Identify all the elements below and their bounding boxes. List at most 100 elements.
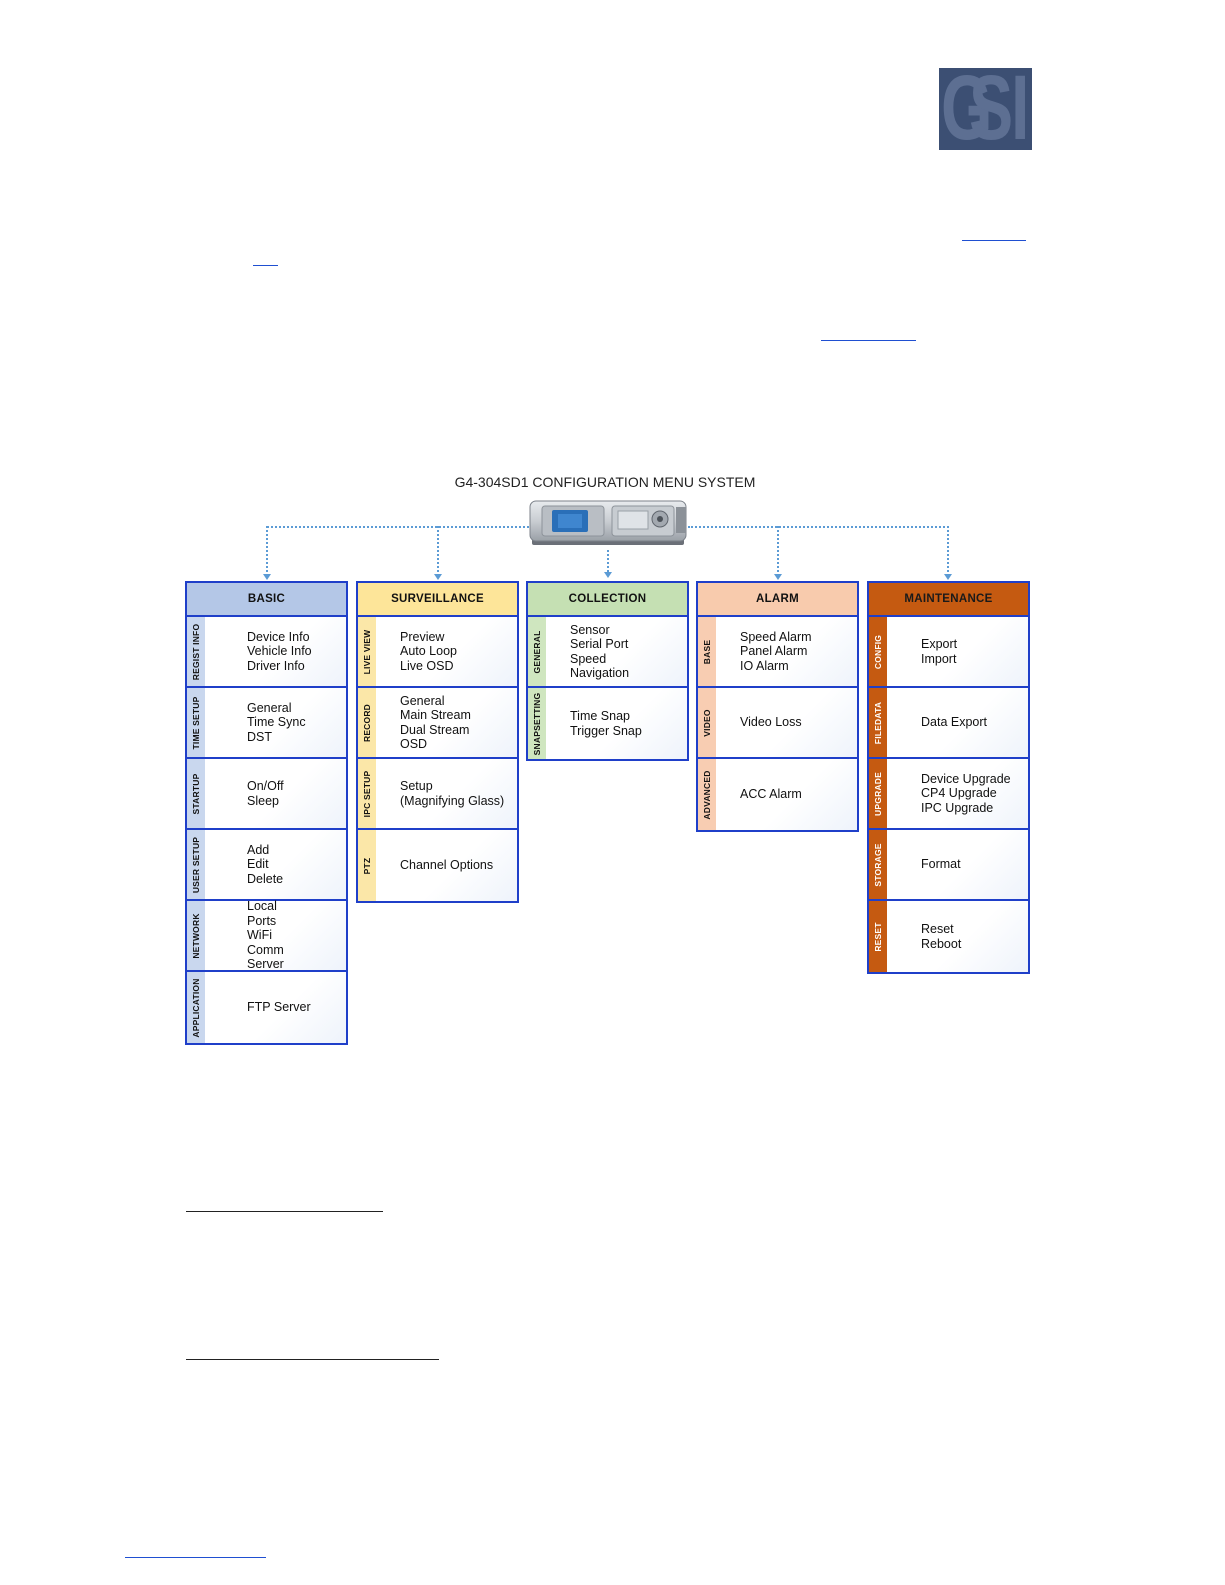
menu-column-title: BASIC: [187, 583, 346, 617]
menu-item: Panel Alarm: [740, 644, 808, 659]
menu-item: Server: [247, 957, 284, 972]
footer-link-underline[interactable]: [125, 1557, 266, 1558]
menu-item: Vehicle Info: [247, 644, 312, 659]
menu-item: Device Info: [247, 629, 310, 644]
menu-section-label: LIVE VIEW: [362, 629, 372, 674]
menu-section-label: STARTUP: [191, 773, 201, 814]
menu-item-list: Format: [887, 830, 1028, 899]
menu-section-label: RESET: [873, 921, 883, 952]
menu-section-tab: NETWORK: [187, 901, 205, 970]
menu-section-tab: ADVANCED: [698, 759, 716, 830]
connector-line: [267, 526, 529, 528]
connector-line: [688, 526, 949, 528]
menu-item: Time Snap: [570, 709, 630, 723]
menu-item: ACC Alarm: [740, 787, 802, 802]
menu-section-label: GENERAL: [532, 630, 542, 673]
menu-item: Video Loss: [740, 715, 802, 730]
arrow-down-icon: [944, 574, 952, 580]
menu-item: Comm: [247, 942, 284, 957]
menu-item: Reboot: [921, 936, 962, 951]
menu-section-label: ADVANCED: [702, 769, 712, 820]
menu-item: Trigger Snap: [570, 723, 642, 738]
menu-item: (Magnifying Glass): [400, 793, 505, 808]
menu-section-tab: STARTUP: [187, 759, 205, 828]
menu-section: IPC SETUP Setup(Magnifying Glass): [358, 759, 517, 830]
arrow-down-icon: [263, 574, 271, 580]
menu-item: Serial Port: [570, 637, 629, 651]
menu-item: IO Alarm: [740, 658, 789, 673]
menu-section-label: IPC SETUP: [362, 770, 372, 817]
heading-underline: [186, 1211, 383, 1212]
link-underline[interactable]: [253, 265, 278, 266]
menu-item: Sleep: [247, 793, 279, 808]
menu-item: Live OSD: [400, 658, 454, 673]
connector-line: [266, 526, 268, 572]
menu-section-tab: STORAGE: [869, 830, 887, 899]
arrow-down-icon: [774, 574, 782, 580]
menu-section-tab: UPGRADE: [869, 759, 887, 828]
menu-section-label: BASE: [702, 639, 712, 664]
menu-column-title: COLLECTION: [528, 583, 687, 617]
menu-section-tab: BASE: [698, 617, 716, 686]
connector-line: [777, 526, 779, 572]
menu-column-title: MAINTENANCE: [869, 583, 1028, 617]
menu-section-label: REGIST INFO: [191, 623, 201, 680]
menu-section-tab: RECORD: [358, 688, 376, 757]
menu-section-label: UPGRADE: [873, 771, 883, 816]
menu-item: Sensor: [570, 622, 610, 637]
menu-item: Time Sync: [247, 715, 306, 730]
menu-item: Data Export: [921, 715, 988, 730]
menu-section-tab: LIVE VIEW: [358, 617, 376, 686]
arrow-down-icon: [604, 572, 612, 578]
menu-item: General: [400, 693, 445, 708]
menu-item: Preview: [400, 629, 445, 644]
menu-item: Delete: [247, 871, 284, 886]
menu-section-tab: PTZ: [358, 830, 376, 901]
menu-section-label: RECORD: [362, 703, 372, 742]
link-underline[interactable]: [962, 240, 1026, 241]
menu-item: Dual Stream: [400, 722, 470, 737]
menu-item: Import: [921, 651, 957, 666]
menu-section-tab: SNAPSETTING: [528, 688, 546, 759]
menu-item: General: [247, 700, 292, 715]
menu-item: Driver Info: [247, 658, 305, 673]
menu-section-label: CONFIG: [873, 634, 883, 669]
menu-section-label: TIME SETUP: [191, 695, 201, 750]
menu-item-list: Channel Options: [376, 830, 517, 901]
menu-section: PTZ Channel Options: [358, 830, 517, 901]
heading-underline: [186, 1359, 439, 1360]
connector-line: [607, 550, 609, 572]
menu-item: WiFi: [247, 928, 272, 943]
menu-section-tab: REGIST INFO: [187, 617, 205, 686]
link-underline[interactable]: [821, 340, 916, 341]
menu-section: ADVANCED ACC Alarm: [698, 759, 857, 830]
menu-column-title: SURVEILLANCE: [358, 583, 517, 617]
menu-item: Navigation: [570, 666, 630, 680]
menu-item: OSD: [400, 737, 428, 751]
menu-item: Local: [247, 899, 277, 914]
menu-item: Setup: [400, 779, 433, 793]
menu-item-list: Data Export: [887, 688, 1028, 757]
menu-column-title: ALARM: [698, 583, 857, 617]
menu-section-tab: VIDEO: [698, 688, 716, 757]
menu-section-label: PTZ: [362, 857, 372, 874]
menu-item-list: Video Loss: [716, 688, 857, 757]
